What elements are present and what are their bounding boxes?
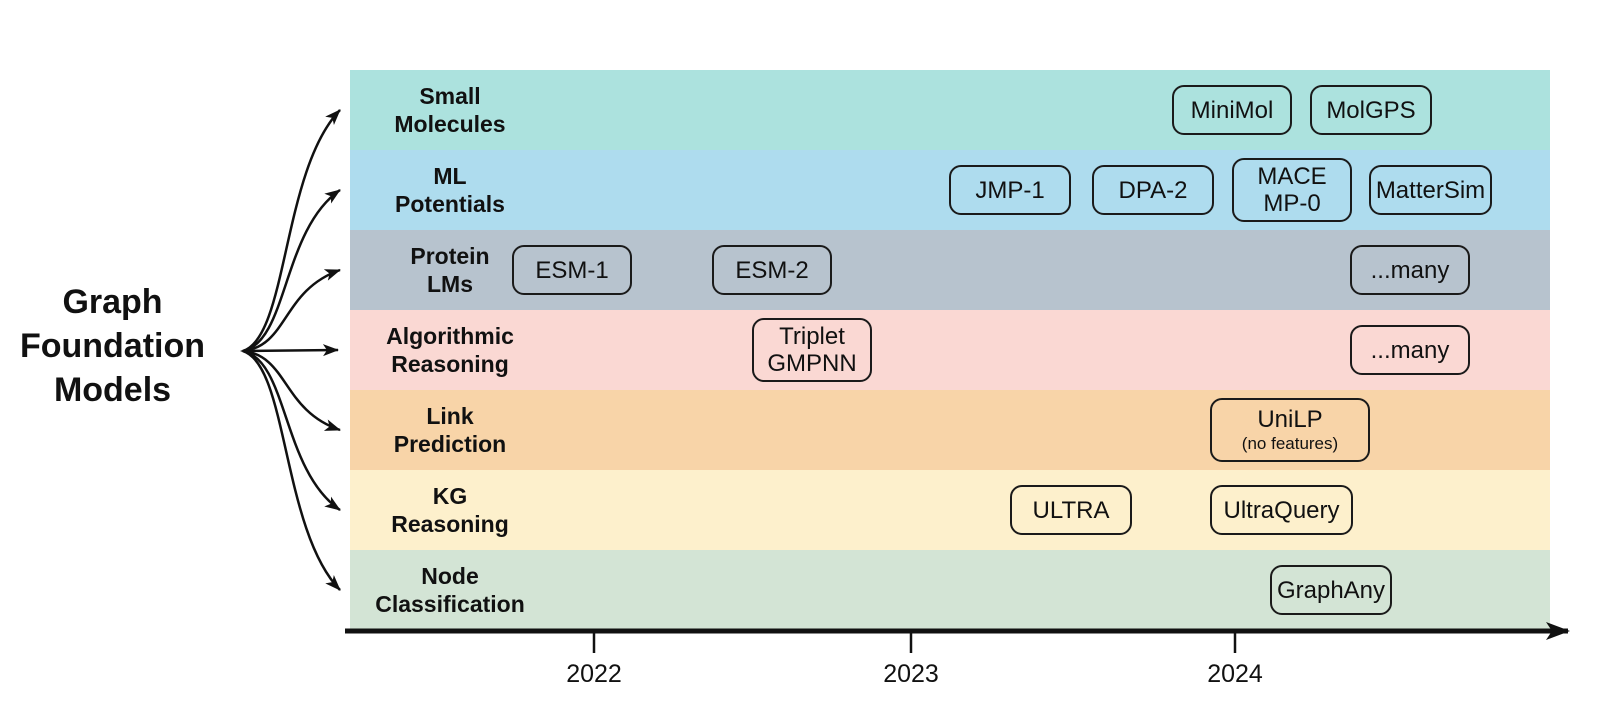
model-box-label: UniLP — [1257, 406, 1323, 433]
model-box-ultra: ULTRA — [1010, 485, 1132, 535]
model-box-molgps: MolGPS — [1310, 85, 1432, 135]
model-box-many: ...many — [1350, 325, 1470, 375]
model-box-label: UltraQuery — [1223, 496, 1340, 524]
model-box-label: ...many — [1370, 256, 1450, 284]
model-box-label: ...many — [1370, 336, 1450, 364]
model-box-label: GMPNN — [767, 350, 857, 377]
fan-arrow-algorithmic-reasoning — [242, 344, 339, 357]
band-label-line: Molecules — [394, 111, 506, 137]
band-label-line: Algorithmic — [386, 323, 514, 349]
model-box-esm-1: ESM-1 — [512, 245, 632, 295]
band-label-line: Potentials — [395, 191, 505, 217]
model-box-many: ...many — [1350, 245, 1470, 295]
year-label-2022: 2022 — [566, 660, 622, 688]
fan-arrow-link-prediction — [242, 349, 341, 432]
model-box-esm-2: ESM-2 — [712, 245, 832, 295]
diagram-title-line: Foundation — [19, 327, 206, 365]
model-box-label: Triplet — [779, 323, 845, 350]
fan-arrow-node-classification — [242, 349, 341, 591]
band-label-line: Reasoning — [391, 351, 509, 377]
model-box-label: ULTRA — [1032, 496, 1110, 524]
model-box-label: DPA-2 — [1118, 176, 1188, 204]
fan-origin-arrowhead — [240, 345, 256, 357]
diagram-title-line: Models — [53, 371, 172, 409]
band-label-line: Prediction — [393, 431, 507, 457]
band-label-line: Node — [421, 563, 479, 589]
model-box-mattersim: MatterSim — [1369, 165, 1492, 215]
model-box-graphany: GraphAny — [1270, 565, 1392, 615]
model-box-ultraquery: UltraQuery — [1210, 485, 1353, 535]
model-box-unilp-no-features: UniLP(no features) — [1210, 398, 1370, 462]
model-box-label: MiniMol — [1190, 96, 1274, 124]
model-box-label: MP-0 — [1263, 190, 1321, 217]
model-box-label: ESM-1 — [535, 256, 609, 284]
band-label-line: LMs — [427, 271, 473, 297]
model-box-label: JMP-1 — [975, 176, 1045, 204]
band-label-line: ML — [433, 163, 467, 189]
band-label-line: Small — [419, 83, 481, 109]
band-label-line: Reasoning — [391, 511, 509, 537]
fan-arrow-protein-lms — [242, 268, 341, 353]
model-box-jmp-1: JMP-1 — [949, 165, 1071, 215]
model-box-label: ESM-2 — [735, 256, 809, 284]
model-box-label: MatterSim — [1375, 176, 1486, 204]
fan-arrow-ml-potentials — [242, 188, 341, 353]
fan-arrow-kg-reasoning — [242, 349, 341, 512]
model-box-label: MACE — [1257, 163, 1327, 190]
band-label-line: Protein — [410, 243, 490, 269]
year-label-2024: 2024 — [1207, 660, 1263, 688]
band-label-line: Classification — [375, 591, 525, 617]
model-box-minimol: MiniMol — [1172, 85, 1292, 135]
model-box-dpa-2: DPA-2 — [1092, 165, 1214, 215]
fan-arrow-small-molecules — [242, 109, 341, 353]
diagram-title-line: Graph — [62, 283, 163, 321]
band-label-line: KG — [432, 483, 468, 509]
model-box-label: (no features) — [1241, 434, 1339, 453]
year-label-2023: 2023 — [883, 660, 939, 688]
model-box-label: GraphAny — [1276, 576, 1386, 604]
model-box-label: MolGPS — [1326, 96, 1416, 124]
band-label-line: Link — [426, 403, 474, 429]
